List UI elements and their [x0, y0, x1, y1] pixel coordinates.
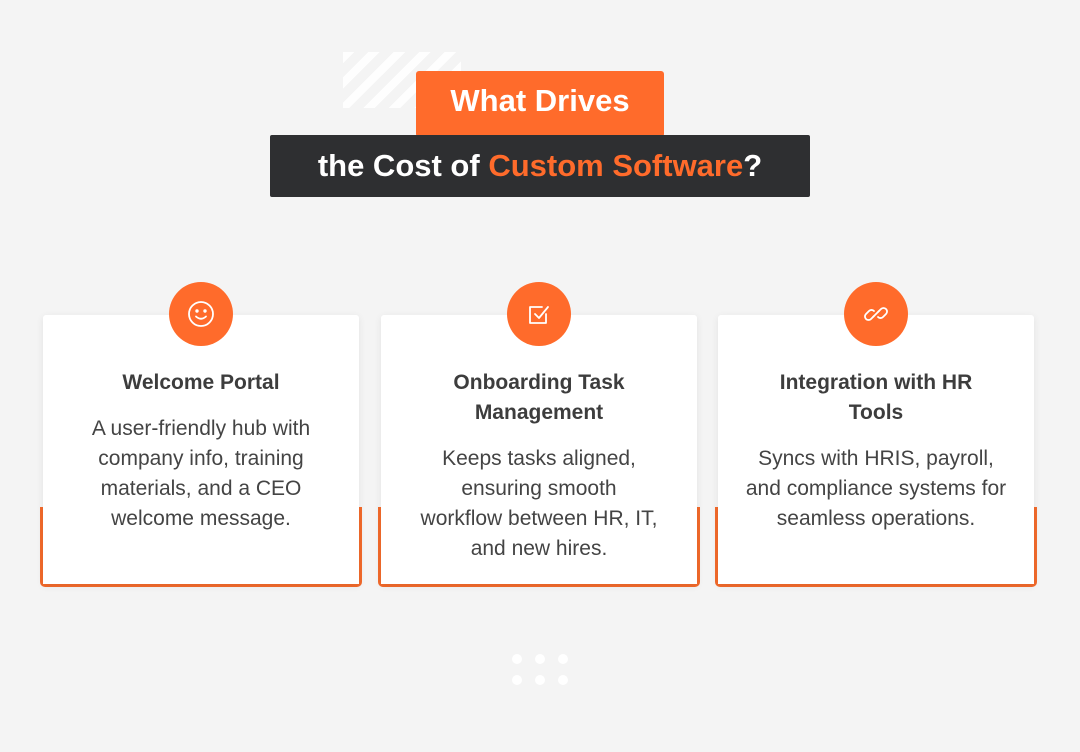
dot	[512, 654, 522, 664]
checkbox-icon	[507, 282, 571, 346]
card-integration-hr-tools: Integration with HR Tools Syncs with HRI…	[715, 282, 1037, 587]
dot	[558, 654, 568, 664]
title-line-1-text: What Drives	[450, 83, 630, 118]
dot	[512, 675, 522, 685]
card-accent-border	[715, 507, 1037, 587]
link-icon	[844, 282, 908, 346]
card-heading: Onboarding Task Management	[453, 371, 625, 424]
smiley-icon	[169, 282, 233, 346]
card-panel	[381, 315, 697, 584]
card-body: Keeps tasks aligned, ensuring smooth wor…	[420, 447, 658, 560]
title-line-2-suffix: ?	[743, 148, 763, 183]
title-line-2: the Cost of Custom Software?	[270, 135, 810, 197]
card-accent-border	[40, 507, 362, 587]
card-heading: Welcome Portal	[122, 371, 280, 394]
card-welcome-portal: Welcome Portal A user-friendly hub with …	[40, 282, 362, 587]
card-panel	[43, 315, 359, 584]
card-panel	[718, 315, 1034, 584]
decorative-dots	[512, 654, 570, 686]
card-onboarding-task-management: Onboarding Task Management Keeps tasks a…	[378, 282, 700, 587]
card-heading: Integration with HR Tools	[779, 371, 973, 424]
dot	[535, 675, 545, 685]
title-line-2-accent: Custom Software	[488, 148, 744, 183]
title-line-1: What Drives	[416, 71, 664, 137]
card-body: Syncs with HRIS, payroll, and compliance…	[745, 447, 1007, 530]
title-line-2-prefix: the Cost of	[317, 148, 489, 183]
dot	[535, 654, 545, 664]
card-body: A user-friendly hub with company info, t…	[91, 417, 311, 530]
dot	[558, 675, 568, 685]
card-accent-border	[378, 507, 700, 587]
